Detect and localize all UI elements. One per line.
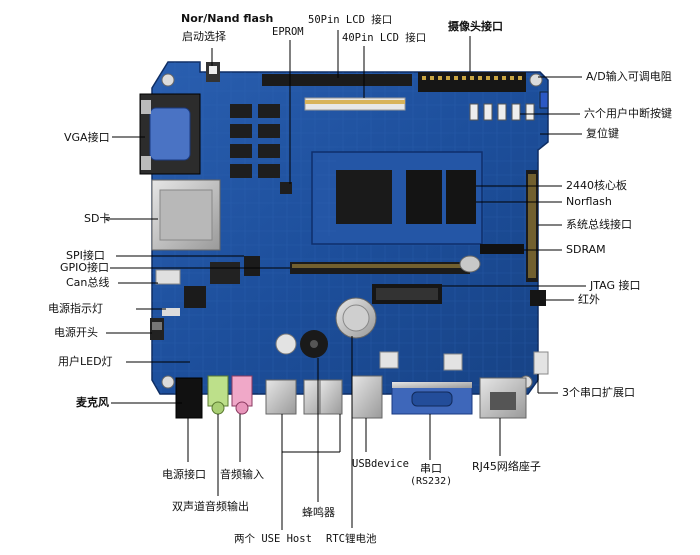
label-sdram: SDRAM xyxy=(566,243,606,256)
label-rtc-battery: RTC锂电池 xyxy=(326,533,377,545)
label-core-board: 2440核心板 xyxy=(566,179,627,192)
label-boot-select: 启动选择 xyxy=(182,30,226,43)
label-camera: 摄像头接口 xyxy=(448,20,503,33)
label-vga: VGA接口 xyxy=(64,131,110,144)
camera-header xyxy=(418,72,526,92)
serial-expansion-ports xyxy=(379,351,549,375)
vga-connector xyxy=(139,93,201,175)
power-led xyxy=(162,308,180,316)
lcd-headers xyxy=(262,74,412,111)
boot-select-switch xyxy=(206,62,220,82)
user-interrupt-keys xyxy=(469,91,549,121)
label-mic: 麦克风 xyxy=(76,396,109,409)
label-sys-bus: 系统总线接口 xyxy=(566,218,632,231)
rtc-battery xyxy=(335,297,377,339)
label-reset-key: 复位键 xyxy=(586,127,619,140)
system-bus-header xyxy=(526,170,538,282)
label-spi: SPI接口 xyxy=(66,249,105,262)
label-power-led: 电源指示灯 xyxy=(48,302,103,315)
label-can: Can总线 xyxy=(66,276,110,289)
label-lcd40: 40Pin LCD 接口 xyxy=(342,32,427,44)
label-norflash: Norflash xyxy=(566,195,612,208)
power-switch xyxy=(150,318,164,340)
can-bus xyxy=(155,269,206,308)
leader-lines xyxy=(106,30,586,530)
label-gpio: GPIO接口 xyxy=(60,261,110,274)
bottom-connectors xyxy=(175,375,527,419)
sd-card-slot xyxy=(151,179,221,251)
core-board xyxy=(311,151,483,245)
label-rs232: (RS232) xyxy=(410,476,453,487)
label-power-jack: 电源接口 xyxy=(162,468,206,481)
sdram xyxy=(480,244,524,254)
gpio-header xyxy=(290,255,481,274)
label-nor-nand-flash: Nor/Nand flash xyxy=(181,12,274,25)
label-stereo-out: 双声道音频输出 xyxy=(172,500,249,513)
label-user-led: 用户LED灯 xyxy=(58,355,113,368)
label-lcd50: 50Pin LCD 接口 xyxy=(308,14,393,26)
label-ir: 红外 xyxy=(578,293,600,306)
buzzer xyxy=(275,330,328,358)
label-buzzer: 蜂鸣器 xyxy=(302,506,335,519)
label-ad-pot: A/D输入可调电阻 xyxy=(586,70,672,83)
label-audio-in: 音频输入 xyxy=(220,468,264,481)
jtag-header xyxy=(372,284,442,304)
label-rj45: RJ45网络座子 xyxy=(472,460,541,473)
label-serial-ext: 3个串口扩展口 xyxy=(562,386,635,399)
ir-receiver xyxy=(530,290,546,306)
label-power-switch: 电源开头 xyxy=(54,326,98,339)
label-user-int-keys: 六个用户中断按键 xyxy=(584,107,672,120)
label-usb-device: USBdevice xyxy=(352,458,409,470)
label-jtag: JTAG 接口 xyxy=(590,279,641,292)
label-sd-card: SD卡 xyxy=(84,212,111,225)
label-serial: 串口 xyxy=(420,462,442,475)
logic-chips xyxy=(230,104,292,194)
label-usb-host: 两个 USE Host xyxy=(234,533,312,545)
label-eprom: EPROM xyxy=(272,26,304,38)
